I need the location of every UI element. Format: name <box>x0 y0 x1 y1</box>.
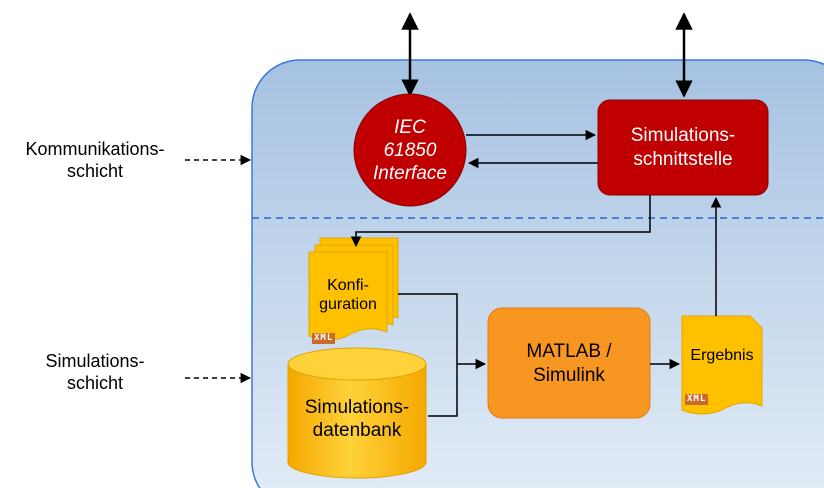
arrow-sim-to-config <box>350 195 651 248</box>
result-document <box>681 315 763 415</box>
config-xml-badge: XML <box>312 333 336 344</box>
database-label: Simulations- datenbank <box>304 397 410 441</box>
config-document-stack <box>308 237 399 341</box>
sim-interface-box <box>597 99 769 196</box>
layer-label-simulation: Simulations- schicht <box>45 351 145 393</box>
connector-config-db <box>398 293 458 417</box>
result-label: Ergebnis <box>690 347 754 364</box>
matlab-box <box>487 307 651 419</box>
database-cylinder <box>287 347 427 479</box>
matlab-label: MATLAB / Simulink <box>526 341 612 386</box>
layer-label-communication: Kommunikations- schicht <box>25 139 165 181</box>
sim-interface-label: Simulations- schnittstelle <box>630 125 736 170</box>
result-xml-badge: XML <box>685 394 709 405</box>
iec-interface-label: IEC 61850 Interface <box>373 117 447 184</box>
iec-interface-circle <box>353 93 467 207</box>
config-label: Konfi- guration <box>319 277 377 313</box>
